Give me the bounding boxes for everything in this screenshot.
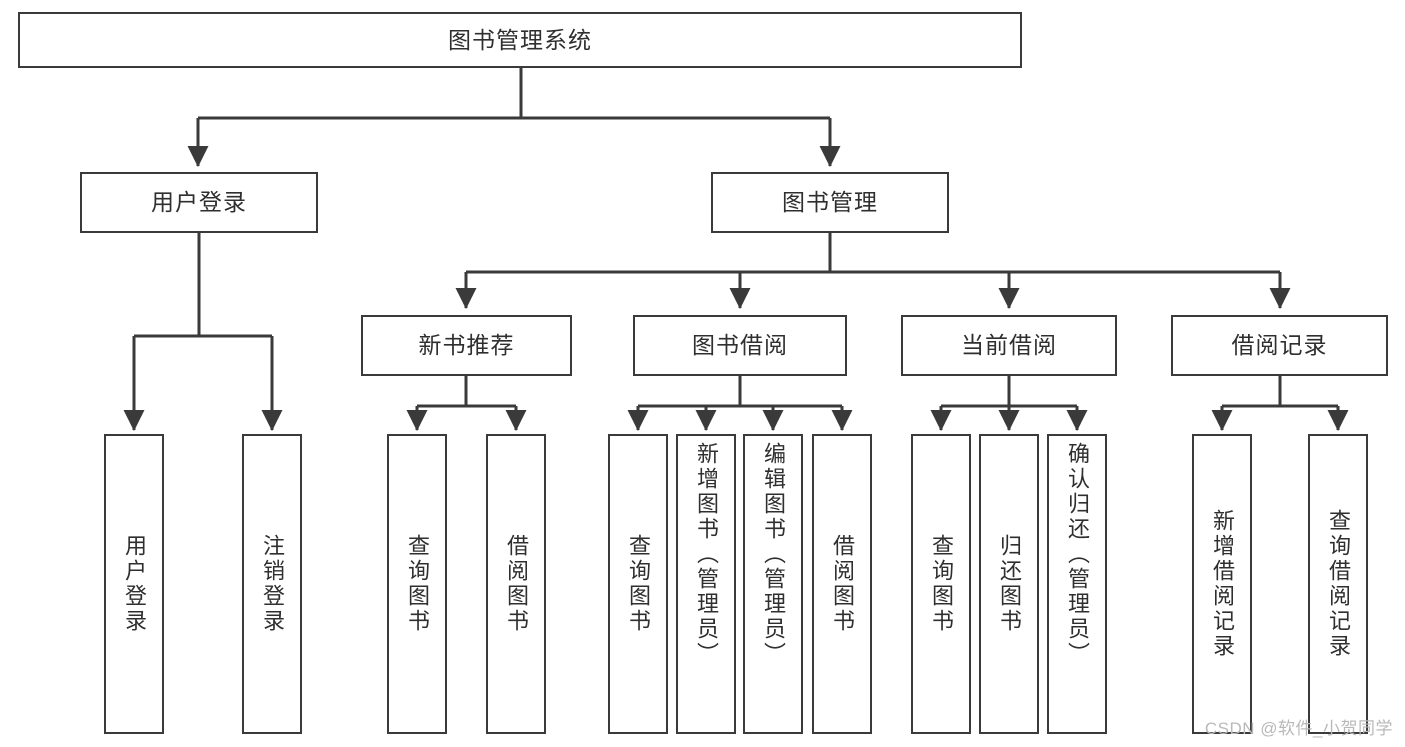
node-label: 新书推荐 [418, 332, 515, 359]
node-label: 新增图书（管理员） [694, 442, 719, 667]
node-book-management[interactable]: 图书管理 [711, 172, 949, 233]
node-label: 借阅图书 [504, 534, 529, 634]
node-leaf-borrow-book-recommendation[interactable]: 借阅图书 [486, 434, 546, 734]
node-label: 图书借阅 [692, 332, 788, 359]
node-label: 图书管理 [782, 189, 878, 216]
node-label: 注销登录 [260, 534, 285, 634]
node-label: 用户登录 [151, 189, 247, 216]
node-label: 借阅图书 [830, 534, 855, 634]
vertical-text-wrap: 用户登录 [122, 436, 147, 732]
vertical-text-wrap: 查询图书 [405, 436, 430, 732]
node-label: 当前借阅 [961, 332, 1057, 359]
node-label: 查询图书 [626, 534, 651, 634]
node-label: 确认归还（管理员） [1065, 442, 1090, 667]
node-label: 借阅记录 [1231, 332, 1328, 359]
node-new-book-recommendation[interactable]: 新书推荐 [361, 315, 572, 376]
vertical-text-wrap: 借阅图书 [830, 436, 855, 732]
node-leaf-return-book[interactable]: 归还图书 [979, 434, 1039, 734]
node-label: 图书管理系统 [448, 26, 592, 53]
vertical-text-wrap: 编辑图书（管理员） [761, 436, 786, 738]
node-leaf-edit-book-admin[interactable]: 编辑图书（管理员） [743, 434, 803, 734]
node-leaf-query-borrow-record[interactable]: 查询借阅记录 [1308, 434, 1368, 734]
vertical-text-wrap: 借阅图书 [504, 436, 529, 732]
node-label: 归还图书 [997, 534, 1022, 634]
node-label: 用户登录 [122, 534, 147, 634]
node-user-login[interactable]: 用户登录 [80, 172, 318, 233]
node-book-borrowing[interactable]: 图书借阅 [633, 315, 847, 376]
node-label: 查询图书 [405, 534, 430, 634]
vertical-text-wrap: 查询图书 [626, 436, 651, 732]
vertical-text-wrap: 确认归还（管理员） [1065, 436, 1090, 738]
csdn-watermark: CSDN @软件_小贺同学 [1204, 719, 1393, 738]
node-leaf-query-book-recommendation[interactable]: 查询图书 [387, 434, 447, 734]
vertical-text-wrap: 查询借阅记录 [1326, 436, 1351, 732]
node-leaf-add-borrow-record[interactable]: 新增借阅记录 [1192, 434, 1252, 734]
node-label: 编辑图书（管理员） [761, 442, 786, 667]
node-leaf-user-login[interactable]: 用户登录 [104, 434, 164, 734]
node-leaf-confirm-return-admin[interactable]: 确认归还（管理员） [1047, 434, 1107, 734]
node-root-book-management-system[interactable]: 图书管理系统 [18, 12, 1022, 68]
node-leaf-borrow-book-borrowing[interactable]: 借阅图书 [812, 434, 872, 734]
node-leaf-query-book-borrowing[interactable]: 查询图书 [608, 434, 668, 734]
vertical-text-wrap: 归还图书 [997, 436, 1022, 732]
node-leaf-query-book-current[interactable]: 查询图书 [911, 434, 971, 734]
vertical-text-wrap: 新增图书（管理员） [694, 436, 719, 738]
vertical-text-wrap: 新增借阅记录 [1210, 436, 1235, 732]
node-leaf-user-logout[interactable]: 注销登录 [242, 434, 302, 734]
node-current-borrowing[interactable]: 当前借阅 [901, 315, 1117, 376]
node-borrowing-record[interactable]: 借阅记录 [1171, 315, 1388, 376]
vertical-text-wrap: 注销登录 [260, 436, 285, 732]
node-label: 查询图书 [929, 534, 954, 634]
node-label: 新增借阅记录 [1210, 509, 1235, 659]
node-leaf-add-book-admin[interactable]: 新增图书（管理员） [676, 434, 736, 734]
node-label: 查询借阅记录 [1326, 509, 1351, 659]
vertical-text-wrap: 查询图书 [929, 436, 954, 732]
